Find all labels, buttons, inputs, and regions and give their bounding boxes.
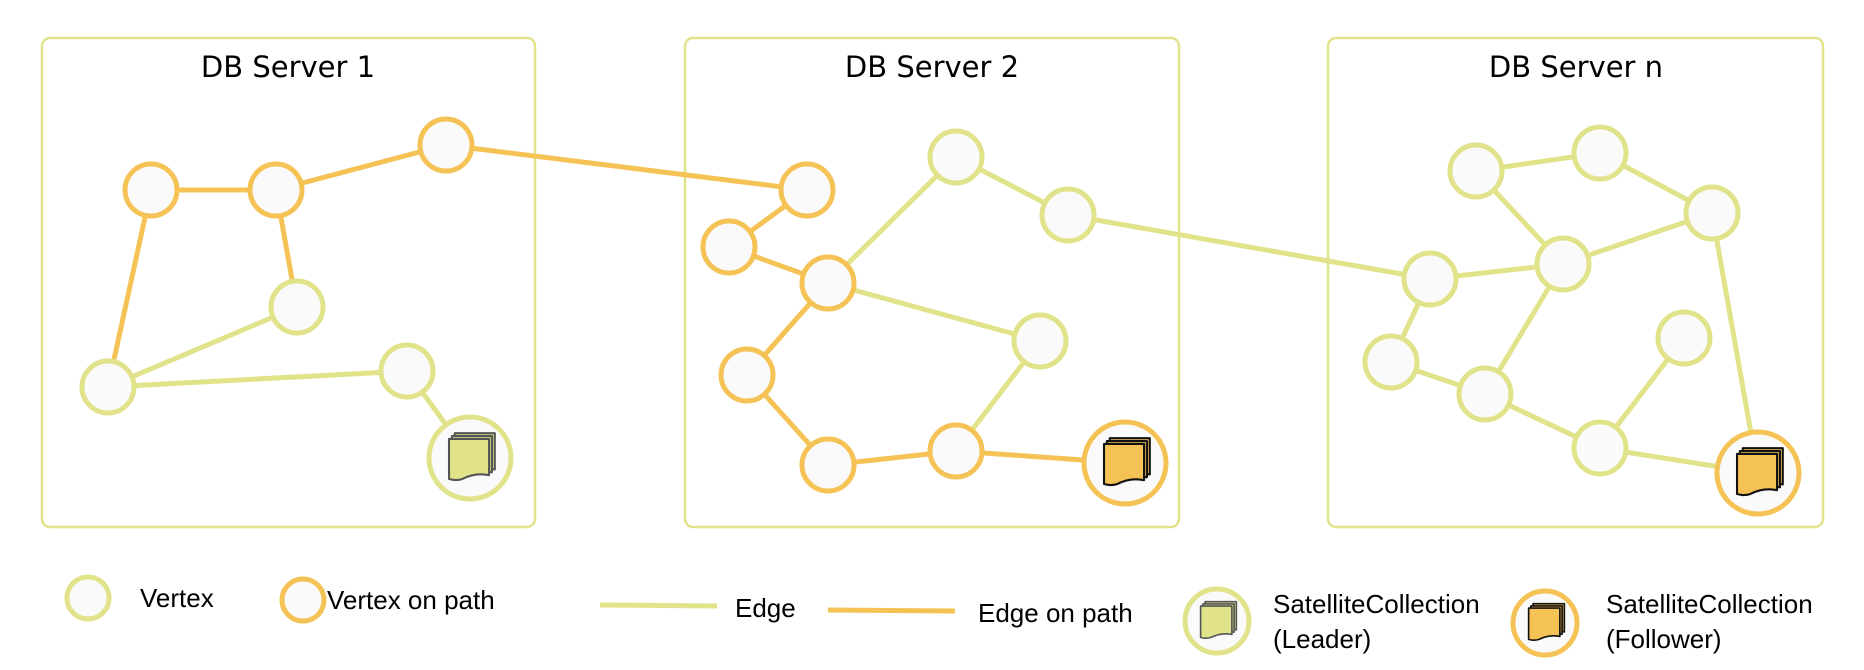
vertex — [79, 358, 137, 416]
legend-satellite-leader-label-2: (Leader) — [1273, 624, 1371, 654]
legend-vertex-on-path-icon — [279, 576, 327, 624]
vertex-on-path — [122, 161, 180, 219]
edge — [1709, 210, 1761, 476]
vertex — [1683, 184, 1741, 242]
vertex-on-path — [718, 346, 776, 404]
vertex — [1362, 333, 1420, 391]
vertex — [1571, 419, 1629, 477]
documents-icon — [1102, 437, 1151, 487]
legend-edge-label: Edge — [735, 593, 796, 623]
legend-edge-on-path-label: Edge on path — [978, 598, 1133, 628]
vertex-on-path — [799, 254, 857, 312]
edge — [825, 154, 959, 286]
edge-on-path — [105, 187, 154, 390]
documents-icon — [1199, 600, 1238, 640]
vertex-on-path — [247, 161, 305, 219]
legend-edge-icon — [599, 602, 718, 609]
vertex — [1655, 309, 1713, 367]
legend-satellite-leader-symbol — [1182, 586, 1252, 656]
legend-vertex-on-path: Vertex on path — [279, 576, 495, 624]
legend-satellite-follower-icon — [1510, 588, 1580, 658]
legend-edge-on-path-icon — [827, 607, 956, 614]
satellite-collection-leader — [426, 414, 514, 502]
legend-satellite-follower: SatelliteCollection (Follower) — [1510, 588, 1813, 658]
server-title-2: DB Server 2 — [845, 50, 1019, 84]
graph-nodes — [79, 116, 1802, 517]
edge-on-path — [273, 142, 449, 193]
legend-satellite-leader-label-1: SatelliteCollection — [1273, 589, 1480, 619]
edge — [105, 368, 410, 390]
legend-vertex-label: Vertex — [140, 583, 214, 613]
vertex — [1447, 142, 1505, 200]
vertex — [927, 128, 985, 186]
vertex — [1039, 186, 1097, 244]
vertex-on-path — [778, 161, 836, 219]
legend-edge: Edge — [599, 593, 796, 623]
vertex — [378, 342, 436, 400]
legend-satellite-leader: SatelliteCollection (Leader) — [1182, 586, 1480, 656]
vertex — [1456, 365, 1514, 423]
edge — [105, 304, 300, 390]
server-title-1: DB Server 1 — [201, 50, 375, 84]
server-box-2-frame — [683, 36, 1181, 529]
vertex-on-path — [927, 422, 985, 480]
edge — [825, 280, 1043, 344]
legend-satellite-follower-label-2: (Follower) — [1606, 624, 1722, 654]
documents-icon — [1527, 602, 1566, 642]
satellite-collection-follower — [1081, 419, 1169, 507]
edge-on-path — [443, 142, 810, 193]
server-box-2: DB Server 2 — [683, 36, 1181, 529]
vertex — [268, 278, 326, 336]
legend-vertex-icon — [64, 574, 112, 622]
legend-satellite-follower-symbol — [1510, 588, 1580, 658]
vertex-on-path — [417, 116, 475, 174]
vertex — [1401, 250, 1459, 308]
satellite-collection-follower — [1714, 429, 1802, 517]
documents-icon — [1735, 447, 1784, 497]
vertex — [1534, 235, 1592, 293]
legend-satellite-follower-label-1: SatelliteCollection — [1606, 589, 1813, 619]
edge — [1065, 212, 1433, 282]
vertex-on-path — [700, 218, 758, 276]
documents-icon — [447, 432, 496, 482]
legend-satellite-leader-icon — [1182, 586, 1252, 656]
legend-vertex: Vertex — [64, 574, 214, 622]
legend: Vertex Vertex on path Edge Edge on path … — [64, 574, 1813, 658]
legend-edge-on-path: Edge on path — [827, 598, 1133, 628]
legend-vertex-on-path-label: Vertex on path — [327, 585, 495, 615]
vertex — [1011, 312, 1069, 370]
server-title-n: DB Server n — [1489, 50, 1663, 84]
vertex — [1571, 124, 1629, 182]
vertex-on-path — [799, 436, 857, 494]
